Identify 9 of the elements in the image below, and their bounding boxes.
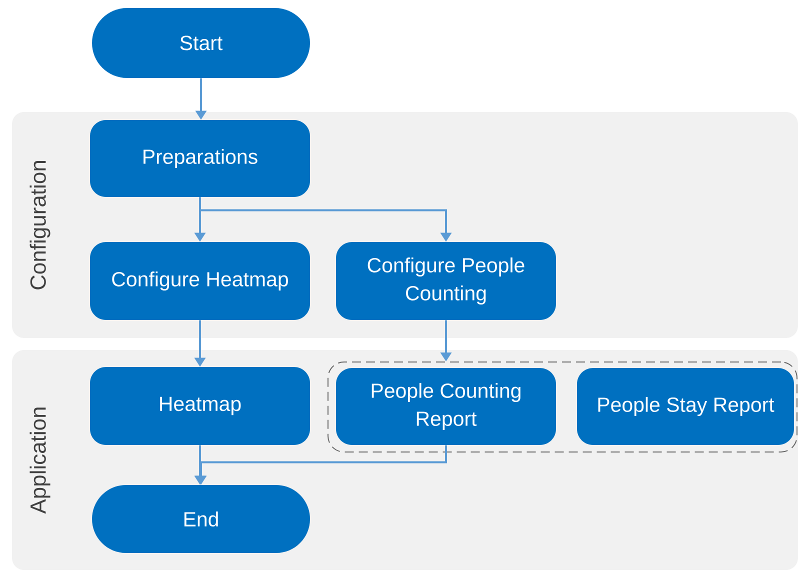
- terminal-box: End: [92, 485, 310, 553]
- process-box: Configure People Counting: [336, 242, 556, 320]
- process-box: Heatmap: [90, 367, 310, 445]
- process-box: People Counting Report: [336, 368, 556, 445]
- group-box: [328, 362, 798, 452]
- process-box: Preparations: [90, 120, 310, 197]
- terminal-box: Start: [92, 8, 310, 78]
- process-box: People Stay Report: [577, 368, 794, 445]
- process-box: Configure Heatmap: [90, 242, 310, 320]
